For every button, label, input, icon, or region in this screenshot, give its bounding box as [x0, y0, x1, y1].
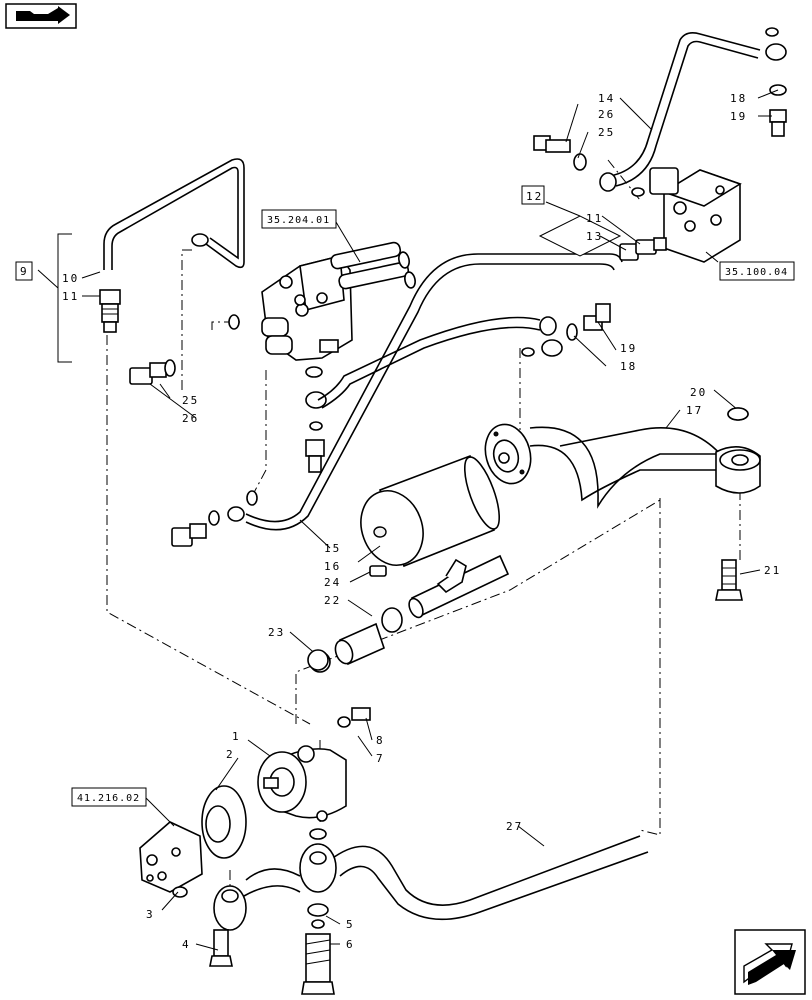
callout-23: 23 — [268, 626, 285, 639]
valve-block — [649, 167, 742, 263]
bolt-25-upper — [533, 135, 587, 171]
pipe-15 — [171, 253, 623, 547]
callout-8: 8 — [376, 734, 385, 747]
callout-labels: 1 2 3 4 5 6 7 8 9 10 11 11 12 13 14 15 1… — [20, 92, 781, 951]
ref-box-12 — [521, 185, 545, 205]
callout-21: 21 — [764, 564, 781, 577]
ref-box-9 — [15, 261, 33, 281]
hose-assembly — [309, 554, 510, 673]
valve-lower-fittings — [305, 366, 327, 473]
ref-box-35-204-01[interactable]: 35.204.01 — [261, 209, 337, 229]
book-arrow-icon[interactable] — [5, 3, 77, 29]
callout-12: 12 — [526, 190, 543, 203]
callout-26-upper: 26 — [598, 108, 615, 121]
callout-19-lower: 19 — [620, 342, 637, 355]
bolt-21 — [715, 559, 743, 601]
callout-24: 24 — [324, 576, 341, 589]
svg-text:41.216.02: 41.216.02 — [77, 793, 140, 804]
seal-ring-20 — [727, 407, 749, 421]
callout-11-left: 11 — [62, 290, 79, 303]
callout-1: 1 — [232, 730, 241, 743]
callout-14: 14 — [598, 92, 615, 105]
callout-25-upper: 25 — [598, 126, 615, 139]
svg-text:35.100.04: 35.100.04 — [725, 267, 788, 278]
callout-7: 7 — [376, 752, 385, 765]
fitting-11-left — [99, 289, 121, 333]
filter-housing — [360, 454, 501, 568]
callout-6: 6 — [346, 938, 355, 951]
suction-pipe-17 — [484, 407, 761, 509]
callout-4: 4 — [182, 938, 191, 951]
callout-20: 20 — [690, 386, 707, 399]
callout-25-lower: 25 — [182, 394, 199, 407]
bracket-9 — [37, 233, 72, 363]
ref-box-41-216-02[interactable]: 41.216.02 — [71, 787, 147, 807]
callout-26-lower: 26 — [182, 412, 199, 425]
callout-3: 3 — [146, 908, 155, 921]
clamp-23 — [307, 649, 329, 671]
callout-2: 2 — [226, 748, 235, 761]
callout-18-lower: 18 — [620, 360, 637, 373]
callout-22: 22 — [324, 594, 341, 607]
control-valve — [228, 241, 416, 361]
callout-15: 15 — [324, 542, 341, 555]
callout-19-upper: 19 — [730, 110, 747, 123]
svg-text:35.204.01: 35.204.01 — [267, 215, 330, 226]
callout-27: 27 — [506, 820, 523, 833]
pipe-10 — [103, 158, 245, 270]
callout-5: 5 — [346, 918, 355, 931]
callout-9: 9 — [20, 265, 29, 278]
pipe-14 — [599, 27, 787, 197]
fitting-11-13-right — [538, 215, 667, 261]
ref-box-35-100-04[interactable]: 35.100.04 — [719, 261, 795, 281]
pipe-middle — [317, 303, 611, 409]
gear-pump — [201, 707, 371, 859]
callout-18-upper: 18 — [730, 92, 747, 105]
motor-unit — [139, 821, 203, 898]
callout-11-right: 11 — [586, 212, 603, 225]
callout-13: 13 — [586, 230, 603, 243]
bolt-25-left — [129, 359, 176, 385]
next-page-arrow-icon[interactable] — [734, 929, 806, 995]
suction-hose-27 — [209, 835, 649, 995]
leader-lines — [81, 89, 779, 951]
callout-17: 17 — [686, 404, 703, 417]
callout-16: 16 — [324, 560, 341, 573]
callout-10: 10 — [62, 272, 79, 285]
